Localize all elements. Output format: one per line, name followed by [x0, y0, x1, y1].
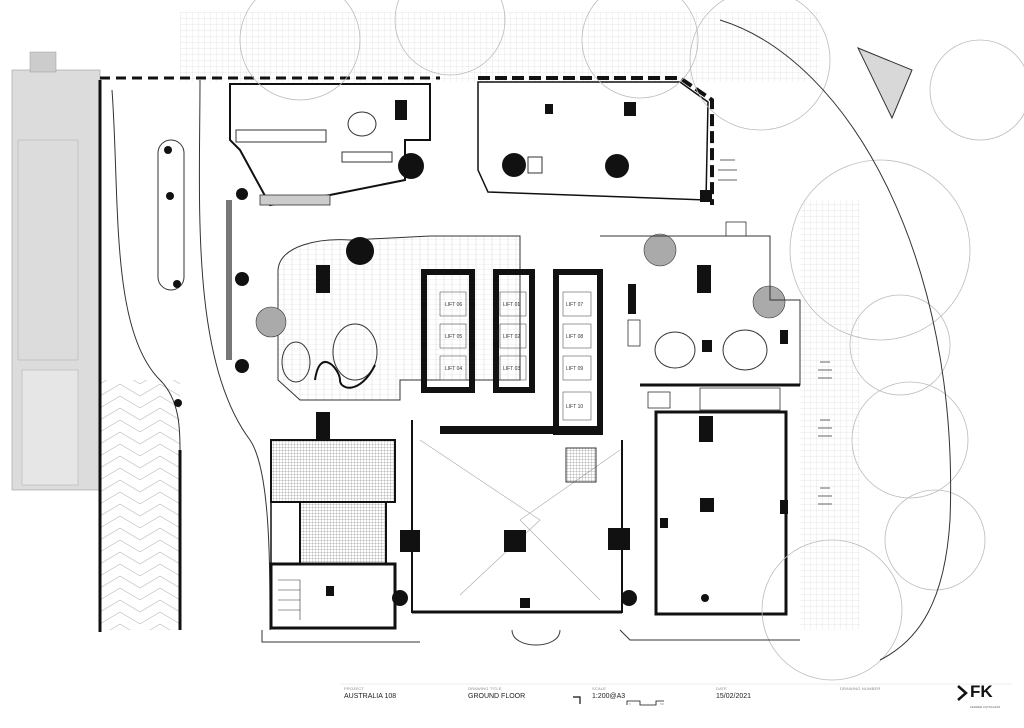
- lift-05-label: LIFT 05: [445, 334, 462, 340]
- pavement-grid-north: [180, 12, 820, 82]
- pavement-grid-east: [800, 200, 860, 630]
- lift-09-label: LIFT 09: [566, 366, 583, 372]
- logo-subtext: FENDER KATSALIDIS: [970, 705, 1001, 709]
- south-east-tenancy: [654, 410, 788, 616]
- back-of-house-west: [269, 412, 397, 630]
- lift-04-label: LIFT 04: [445, 366, 462, 372]
- central-tenancy: [392, 420, 637, 614]
- project-value: AUSTRALIA 108: [344, 693, 397, 700]
- scale-value: 1:200@A3: [592, 693, 626, 700]
- lift-06-label: LIFT 06: [445, 302, 462, 308]
- scale-bar: [626, 694, 666, 706]
- traffic-island: [856, 47, 913, 120]
- scale-bar-end: 5M: [660, 702, 665, 706]
- tree-canopies: [239, 0, 1024, 681]
- planter-capsule: [157, 139, 185, 291]
- firm-logo: FK FENDER KATSALIDIS: [956, 682, 1010, 716]
- drawing-title-value: GROUND FLOOR: [468, 693, 526, 700]
- lift-10-label: LIFT 10: [566, 404, 583, 410]
- date-label: DATE: [716, 686, 728, 691]
- kerb-line: [719, 19, 952, 661]
- east-bike-racks: [718, 159, 832, 505]
- scale-bar-start: 0: [629, 702, 631, 706]
- scale-label: SCALE: [592, 686, 607, 691]
- date-value: 15/02/2021: [716, 693, 752, 700]
- lift-02-label: LIFT 02: [503, 334, 520, 340]
- lift-08-label: LIFT 08: [566, 334, 583, 340]
- logo-chevron-icon: [957, 685, 968, 701]
- neighbouring-building: [11, 51, 101, 491]
- lift-07-label: LIFT 07: [566, 302, 583, 308]
- east-lobby: [600, 221, 801, 411]
- project-label: PROJECT: [344, 686, 365, 691]
- cafe-tenancy: [229, 83, 431, 207]
- drawing-number-label: DRAWING NUMBER: [840, 686, 881, 691]
- lift-01-label: LIFT 01: [503, 302, 520, 308]
- laneway-paving: [100, 380, 180, 630]
- bench: [226, 200, 232, 360]
- lift-03-label: LIFT 03: [503, 366, 520, 372]
- logo-text: FK: [970, 682, 993, 701]
- north-arrow-icon: [572, 692, 581, 704]
- north-east-tenancy: [477, 81, 712, 202]
- lobby-paving: [277, 235, 521, 401]
- drawing-title-label: DRAWING TITLE: [468, 686, 502, 691]
